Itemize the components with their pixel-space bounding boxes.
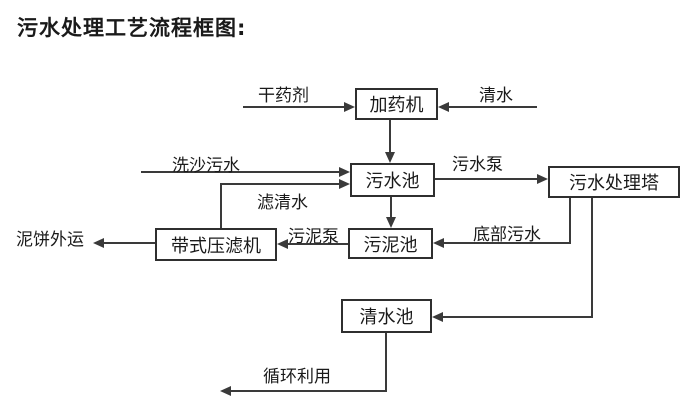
arrowhead-recycle	[220, 386, 231, 396]
connector-sewage-pump	[435, 178, 537, 180]
arrowhead-bottom-sewage	[433, 238, 444, 248]
node-belt-filter-press: 带式压滤机	[155, 228, 277, 261]
node-dosing-machine: 加药机	[355, 88, 438, 120]
node-sludge-pool: 污泥池	[348, 228, 433, 259]
connector-sand-washing	[141, 171, 339, 173]
node-treatment-tower: 污水处理塔	[548, 166, 680, 198]
node-sewage-pool: 污水池	[350, 163, 435, 197]
arrowhead-sewage-pump	[537, 174, 548, 184]
connector-mud-cake-out	[104, 242, 155, 244]
page-title: 污水处理工艺流程框图:	[17, 16, 247, 40]
connector-dry-agent	[243, 106, 344, 108]
arrowhead-dosing-to-sewage	[385, 152, 395, 163]
label-sewage-pump: 污水泵	[452, 155, 503, 175]
arrowhead-sludge-pump	[277, 239, 288, 249]
connector-dosing-to-sewage	[389, 120, 391, 153]
connector-bottom-sewage-vertical	[569, 198, 571, 243]
arrowhead-sand-washing	[339, 167, 350, 177]
label-mud-cake-out: 泥饼外运	[16, 230, 84, 250]
arrowhead-clean-water	[438, 102, 449, 112]
arrowhead-tower-to-clean	[432, 312, 443, 322]
label-clean-water: 清水	[479, 86, 513, 106]
connector-clean-water	[449, 106, 537, 108]
connector-sludge-pump	[288, 243, 348, 245]
connector-tower-to-clean-vertical	[591, 198, 593, 318]
connector-sewage-to-sludge	[390, 197, 392, 217]
node-clean-water-pool: 清水池	[341, 299, 432, 333]
arrowhead-filtered-water	[339, 179, 350, 189]
label-sand-washing-sewage: 洗沙污水	[172, 156, 240, 176]
arrowhead-dry-agent	[344, 102, 355, 112]
label-recycle-use: 循环利用	[263, 367, 331, 387]
connector-filtered-water-vertical	[220, 183, 222, 228]
connector-filtered-water	[220, 183, 339, 185]
label-dry-agent: 干药剂	[258, 86, 309, 106]
label-sludge-pump: 污泥泵	[288, 227, 339, 247]
arrowhead-mud-cake-out	[93, 238, 104, 248]
connector-recycle-vertical	[385, 333, 387, 392]
connector-bottom-sewage	[444, 242, 571, 244]
connector-recycle	[231, 390, 387, 392]
label-bottom-sewage: 底部污水	[473, 225, 541, 245]
arrowhead-sewage-to-sludge	[386, 217, 396, 228]
connector-tower-to-clean	[443, 316, 593, 318]
label-filtered-water: 滤清水	[257, 193, 308, 213]
